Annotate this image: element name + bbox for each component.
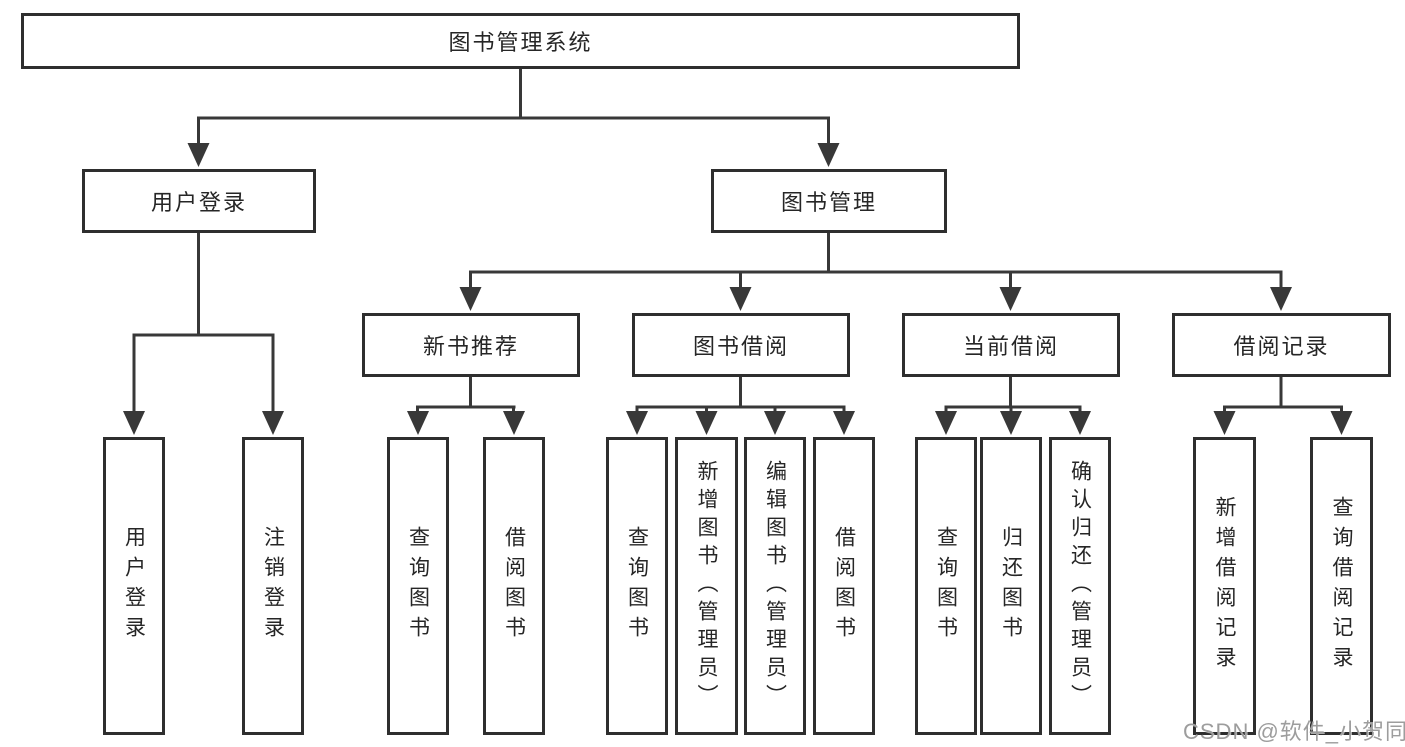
leaf-borrow-query-label: 查询图书 xyxy=(625,526,649,646)
leaf-borrow-edit-admin-label: 编辑图书（管理员） xyxy=(763,460,787,712)
leaf-records-query-label: 查询借阅记录 xyxy=(1330,496,1353,676)
leaf-user-login-label: 用户登录 xyxy=(122,526,146,646)
node-current-borrowing-label: 当前借阅 xyxy=(962,334,1059,359)
leaf-newbook-query-label: 查询图书 xyxy=(406,526,430,646)
leaf-current-confirm-admin-label: 确认归还（管理员） xyxy=(1068,460,1092,712)
leaf-borrow-add-admin-label: 新增图书（管理员） xyxy=(695,460,718,712)
node-book-management-label: 图书管理 xyxy=(780,190,877,215)
leaf-newbook-query: 查询图书 xyxy=(387,437,449,735)
leaf-newbook-borrow-label: 借阅图书 xyxy=(502,526,526,646)
node-current-borrowing: 当前借阅 xyxy=(902,313,1120,377)
leaf-newbook-borrow: 借阅图书 xyxy=(483,437,545,735)
node-new-book-label: 新书推荐 xyxy=(422,334,519,359)
node-user-login: 用户登录 xyxy=(82,169,316,233)
node-user-login-label: 用户登录 xyxy=(150,190,247,215)
leaf-borrow-query: 查询图书 xyxy=(606,437,668,735)
leaf-records-add: 新增借阅记录 xyxy=(1193,437,1256,735)
leaf-current-confirm-admin: 确认归还（管理员） xyxy=(1049,437,1111,735)
node-new-book-recommend: 新书推荐 xyxy=(362,313,580,377)
leaf-current-return: 归还图书 xyxy=(980,437,1042,735)
node-book-borrowing-label: 图书借阅 xyxy=(692,334,789,359)
leaf-current-query: 查询图书 xyxy=(915,437,977,735)
leaf-logout: 注销登录 xyxy=(242,437,304,735)
csdn-watermark: CSDN @软件_小贺同学 xyxy=(1183,719,1405,744)
leaf-logout-label: 注销登录 xyxy=(261,526,285,646)
leaf-records-query: 查询借阅记录 xyxy=(1310,437,1373,735)
leaf-current-return-label: 归还图书 xyxy=(999,526,1023,646)
leaf-borrow-add-admin: 新增图书（管理员） xyxy=(675,437,738,735)
leaf-borrow-borrow-label: 借阅图书 xyxy=(832,526,856,646)
node-borrowing-records: 借阅记录 xyxy=(1172,313,1391,377)
node-book-borrowing: 图书借阅 xyxy=(632,313,850,377)
node-root-label: 图书管理系统 xyxy=(448,30,593,55)
node-book-management: 图书管理 xyxy=(711,169,947,233)
leaf-current-query-label: 查询图书 xyxy=(934,526,958,646)
leaf-borrow-edit-admin: 编辑图书（管理员） xyxy=(744,437,806,735)
leaf-borrow-borrow: 借阅图书 xyxy=(813,437,875,735)
node-borrowing-records-label: 借阅记录 xyxy=(1233,334,1330,359)
leaf-user-login: 用户登录 xyxy=(103,437,165,735)
leaf-records-add-label: 新增借阅记录 xyxy=(1213,496,1236,676)
node-root: 图书管理系统 xyxy=(21,13,1020,69)
